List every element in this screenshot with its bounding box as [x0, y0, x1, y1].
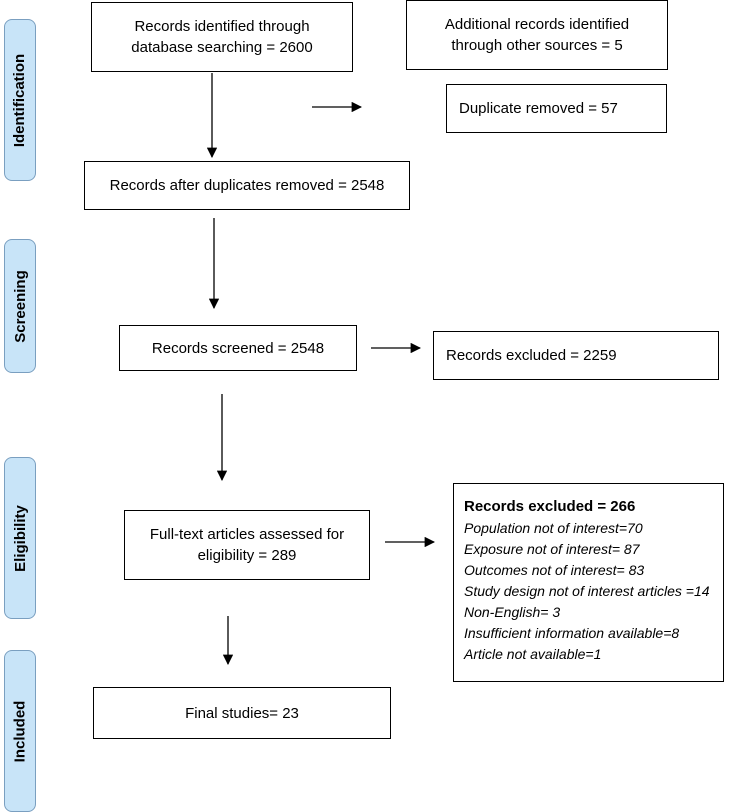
- exclusion-reason: Population not of interest=70: [464, 520, 643, 536]
- phase-eligibility: Eligibility: [4, 457, 36, 619]
- other-sources-line-2: through other sources = 5: [451, 37, 623, 54]
- excluded-screening-box: Records excluded = 2259: [433, 331, 719, 380]
- exclusion-reason: Exposure not of interest= 87: [464, 541, 640, 557]
- fulltext-line-1: Full-text articles assessed for: [149, 526, 345, 543]
- exclusion-reason: Non-English= 3: [464, 604, 561, 620]
- screened-box: Records screened = 2548: [119, 325, 357, 371]
- excluded-screening-label: Records excluded = 2259: [446, 347, 617, 364]
- screened-label: Records screened = 2548: [151, 339, 325, 357]
- database-search-line-2: database searching = 2600: [131, 39, 313, 56]
- phase-included: Included: [4, 650, 36, 812]
- phase-identification: Identification: [4, 19, 36, 181]
- other-sources-box: Additional records identified through ot…: [406, 0, 668, 70]
- after-duplicates-box: Records after duplicates removed = 2548: [84, 161, 410, 210]
- final-studies-label: Final studies= 23: [185, 704, 299, 722]
- final-studies-box: Final studies= 23: [93, 687, 391, 739]
- exclusion-reason: Outcomes not of interest= 83: [464, 562, 645, 578]
- exclusion-reason: Article not available=1: [464, 646, 602, 662]
- other-sources-line-1: Additional records identified: [444, 16, 630, 33]
- database-search-line-1: Records identified through: [134, 18, 310, 35]
- exclusion-reason: Study design not of interest articles =1…: [464, 583, 710, 599]
- duplicates-removed-box: Duplicate removed = 57: [446, 84, 667, 133]
- fulltext-line-2: eligibility = 289: [197, 547, 297, 564]
- database-search-box: Records identified through database sear…: [91, 2, 353, 72]
- eligibility-exclusions-title: Records excluded = 266: [464, 498, 636, 515]
- duplicates-removed-label: Duplicate removed = 57: [459, 100, 618, 117]
- after-duplicates-label: Records after duplicates removed = 2548: [109, 177, 385, 194]
- fulltext-box: Full-text articles assessed for eligibil…: [124, 510, 370, 580]
- exclusion-reason: Insufficient information available=8: [464, 625, 680, 641]
- eligibility-exclusions-box: Records excluded = 266 Population not of…: [453, 483, 724, 682]
- phase-screening: Screening: [4, 239, 36, 373]
